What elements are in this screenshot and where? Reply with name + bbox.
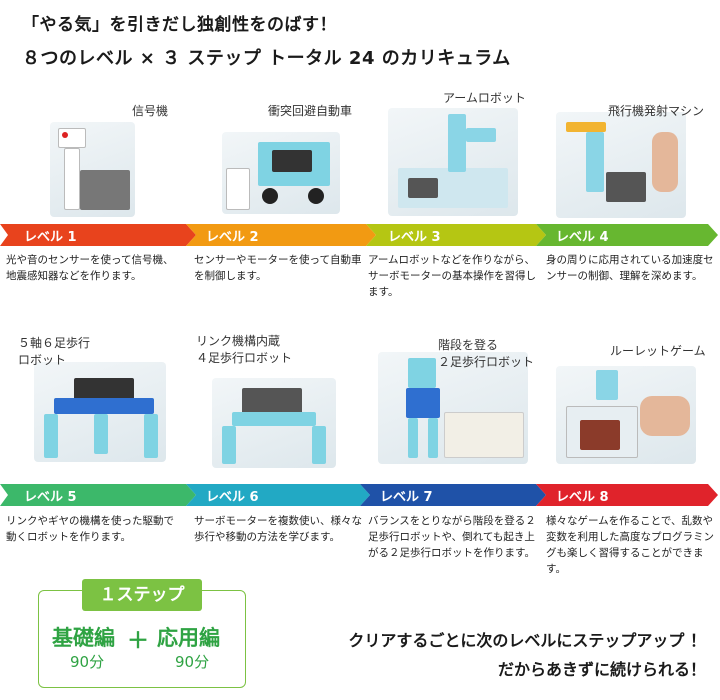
robot-photo-plane-launcher: [556, 112, 686, 218]
arrow-level-7: [360, 484, 546, 506]
level-desc-5: リンクやギヤの機構を使った駆動で動くロボットを作ります。: [6, 515, 174, 543]
level-desc-3: アームロボットなどを作りながら、サーボモーターの基本操作を習得します。: [368, 254, 536, 298]
level-label-5: レベル 5: [24, 490, 77, 505]
level-label-2: レベル 2: [206, 230, 259, 245]
level-label-6: レベル 6: [206, 490, 259, 505]
level-label-3: レベル 3: [388, 230, 441, 245]
level-label-7: レベル 7: [380, 490, 433, 505]
robot-name-5: ５軸６足歩行 ロボット: [18, 336, 91, 367]
level-label-8: レベル 8: [556, 490, 609, 505]
level-label-4: レベル 4: [556, 230, 609, 245]
level-desc-7: バランスをとりながら階段を登る２足歩行ロボットや、倒れても起き上がる２足歩行ロボ…: [368, 515, 536, 559]
arrow-level-6: [186, 484, 370, 506]
robot-name-6: リンク機構内蔵 ４足歩行ロボット: [196, 334, 293, 365]
robot-photo-collision-avoid-car: [222, 132, 340, 214]
robot-photo-arm-robot: [388, 108, 518, 216]
arrow-level-5: [0, 484, 196, 506]
level-arrows-top: [0, 224, 718, 246]
robot-name-4: 飛行機発射マシン: [608, 104, 705, 118]
plus-sign: ＋: [127, 629, 150, 654]
robot-name-2: 衝突回避自動車: [268, 104, 353, 118]
robot-photo-biped-stairs: [378, 352, 528, 464]
robot-photo-4leg-walker: [212, 378, 336, 468]
arrow-level-2: [186, 224, 376, 246]
robot-name-3: アームロボット: [443, 91, 526, 105]
level-label-1: レベル 1: [24, 230, 77, 245]
slogan-line-2: だからあきずに続けられる！: [497, 660, 706, 679]
robot-photo-6leg-walker: [34, 362, 166, 462]
basic-course: 基礎編: [52, 626, 115, 650]
level-band-bottom: レベル 5 レベル 6 レベル 7 レベル 8: [0, 484, 720, 506]
subheadline: ８つのレベル × ３ ステップ トータル 24 のカリキュラム: [22, 48, 511, 69]
level-desc-8: 様々なゲームを作ることで、乱数や変数を利用した高度なプログラミングも楽しく習得す…: [546, 515, 714, 575]
robot-photo-roulette-game: [556, 366, 696, 464]
step-label: １ステップ: [82, 579, 202, 611]
applied-minutes: 90分: [175, 653, 210, 671]
robot-name-8: ルーレットゲーム: [610, 344, 706, 358]
level-desc-4: 身の周りに応用されている加速度センサーの制御、理解を深めます。: [546, 254, 714, 282]
level-desc-2: センサーやモーターを使って自動車を制御します。: [194, 254, 362, 282]
arrow-level-3: [366, 224, 546, 246]
basic-minutes: 90分: [70, 653, 105, 671]
level-desc-6: サーボモーターを複数使い、様々な歩行や移動の方法を学びます。: [194, 515, 362, 543]
robot-name-7: 階段を登る ２足歩行ロボット: [438, 338, 535, 369]
level-arrows-bottom: [0, 484, 718, 506]
arrow-level-4: [536, 224, 718, 246]
level-band-top: レベル 1 レベル 2 レベル 3 レベル 4: [0, 224, 720, 246]
robot-photo-traffic-light: [50, 122, 135, 217]
headline: 「やる気」を引きだし独創性をのばす！: [22, 15, 337, 35]
arrow-level-1: [0, 224, 196, 246]
level-desc-1: 光や音のセンサーを使って信号機、地震感知器などを作ります。: [6, 254, 174, 282]
applied-course: 応用編: [157, 626, 220, 650]
slogan-line-1: クリアするごとに次のレベルにステップアップ ！: [348, 631, 706, 650]
arrow-level-8: [536, 484, 718, 506]
robot-name-1: 信号機: [132, 104, 169, 118]
